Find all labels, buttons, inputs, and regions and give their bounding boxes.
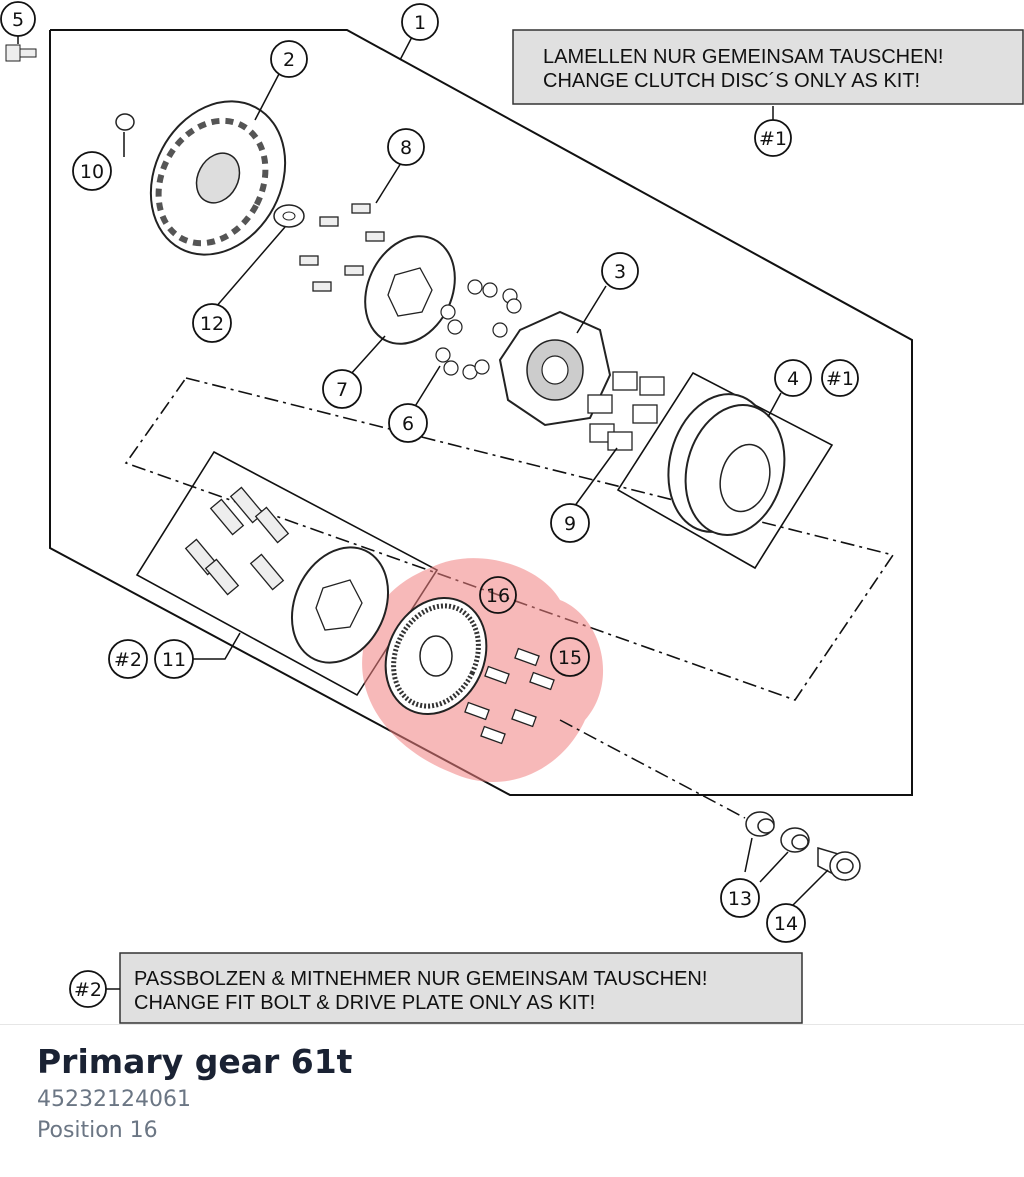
clutch-hub-3-part[interactable] <box>498 310 612 427</box>
note-2-line-1: PASSBOLZEN & MITNEHMER NUR GEMEINSAM TAU… <box>134 968 707 990</box>
svg-text:#2: #2 <box>114 649 142 671</box>
part-number: 45232124061 <box>37 1087 191 1112</box>
callout-11[interactable]: 11 <box>154 639 194 679</box>
svg-text:11: 11 <box>162 649 186 671</box>
note-2-box <box>119 952 803 1024</box>
callout-13[interactable]: 13 <box>720 878 760 918</box>
callout-2[interactable]: 2 <box>270 40 308 78</box>
svg-text:3: 3 <box>614 261 626 283</box>
plate-7-part[interactable] <box>348 221 471 358</box>
svg-text:9: 9 <box>564 513 576 535</box>
callout-1[interactable]: 1 <box>401 3 439 41</box>
svg-text:#1: #1 <box>759 128 787 150</box>
bolt-5-part[interactable] <box>5 44 37 62</box>
svg-text:7: 7 <box>336 379 348 401</box>
callout-16[interactable]: 16 <box>479 576 517 614</box>
section-divider <box>0 1024 1024 1025</box>
callout-11-ref[interactable]: #2 <box>108 639 148 679</box>
fit-bolts-11-parts[interactable] <box>184 486 290 596</box>
callout-12[interactable]: 12 <box>192 303 232 343</box>
screws-8-parts[interactable] <box>299 203 385 292</box>
svg-text:6: 6 <box>402 413 414 435</box>
svg-text:8: 8 <box>400 137 412 159</box>
svg-text:#2: #2 <box>74 979 102 1001</box>
svg-text:5: 5 <box>12 9 24 31</box>
callout-6[interactable]: 6 <box>388 403 428 443</box>
sleeve-14-part[interactable] <box>817 846 861 882</box>
drive-plate-11-part[interactable] <box>274 532 406 679</box>
note-1-line-1: LAMELLEN NUR GEMEINSAM TAUSCHEN! <box>543 46 943 68</box>
callout-8[interactable]: 8 <box>387 128 425 166</box>
callout-5[interactable]: 5 <box>0 1 36 37</box>
callout-ref-1-top[interactable]: #1 <box>754 119 792 157</box>
washer-10-part[interactable] <box>115 113 135 131</box>
svg-text:#1: #1 <box>826 368 854 390</box>
callout-3[interactable]: 3 <box>601 252 639 290</box>
fit-bolt-kit-frame <box>135 450 439 697</box>
svg-text:1: 1 <box>414 12 426 34</box>
clutch-basket-part[interactable] <box>125 78 311 278</box>
part-position: Position 16 <box>37 1118 158 1143</box>
callout-4[interactable]: 4 <box>774 359 812 397</box>
callout-4-ref[interactable]: #1 <box>821 359 859 397</box>
svg-text:14: 14 <box>774 913 798 935</box>
leader-lines <box>17 36 829 906</box>
svg-text:2: 2 <box>283 49 295 71</box>
part-info-panel: Primary gear 61t 45232124061 Position 16 <box>37 1040 352 1146</box>
bushings-13-parts[interactable] <box>745 811 810 853</box>
note-1-box <box>512 29 1024 105</box>
note-2-line-2: CHANGE FIT BOLT & DRIVE PLATE ONLY AS KI… <box>134 992 595 1014</box>
note-1-line-2: CHANGE CLUTCH DISC´S ONLY AS KIT! <box>543 70 920 92</box>
assembly-axis <box>559 719 746 819</box>
svg-text:4: 4 <box>787 368 799 390</box>
clutch-disc-kit-frame <box>616 371 834 570</box>
kit-frame-dashed <box>124 377 895 701</box>
primary-gear-16-part[interactable] <box>367 581 505 730</box>
callout-ref-2-bottom[interactable]: #2 <box>69 970 107 1008</box>
clutch-discs-4-part[interactable] <box>654 382 799 546</box>
part-title: Primary gear 61t <box>37 1042 353 1081</box>
svg-text:15: 15 <box>558 647 582 669</box>
springs-9-parts[interactable] <box>587 371 665 451</box>
svg-text:10: 10 <box>80 161 104 183</box>
svg-text:12: 12 <box>200 313 224 335</box>
exploded-parts-diagram[interactable]: LAMELLEN NUR GEMEINSAM TAUSCHEN! CHANGE … <box>0 0 1024 1025</box>
assembly-outline <box>49 29 913 796</box>
bolts-15-parts[interactable] <box>464 647 555 745</box>
callout-14[interactable]: 14 <box>766 903 806 943</box>
balls-6-parts[interactable] <box>435 279 522 380</box>
callout-7[interactable]: 7 <box>322 369 362 409</box>
callout-15[interactable]: 15 <box>550 637 590 677</box>
callout-9[interactable]: 9 <box>550 503 590 543</box>
svg-text:13: 13 <box>728 888 752 910</box>
svg-text:16: 16 <box>486 585 510 607</box>
callout-10[interactable]: 10 <box>72 151 112 191</box>
